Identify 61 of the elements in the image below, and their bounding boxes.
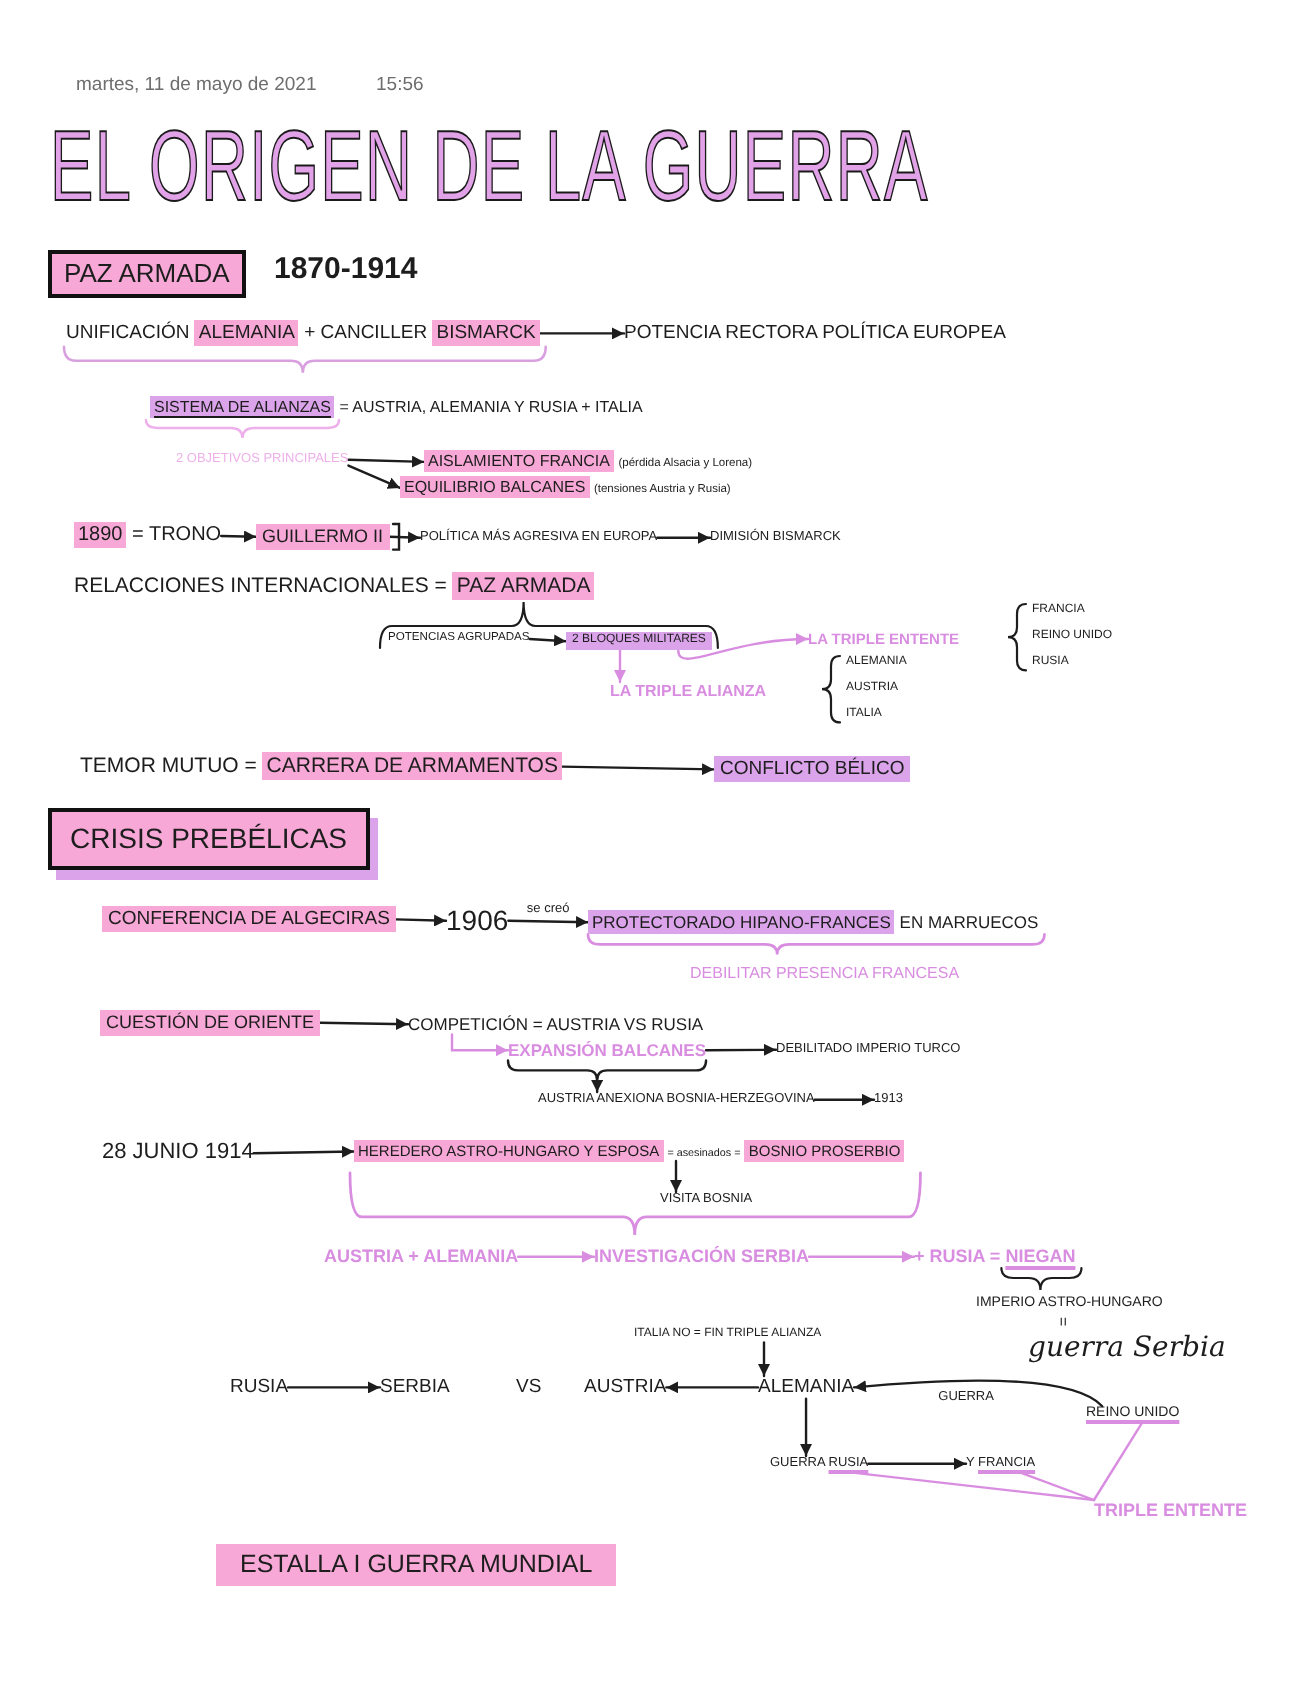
note-text: 1890 = TRONO	[74, 524, 222, 548]
note-text: AUSTRIA + ALEMANIA	[324, 1246, 519, 1268]
arrow	[665, 1381, 760, 1394]
arrow	[252, 1145, 356, 1158]
highlighted-text: ESTALLA I GUERRA MUNDIAL	[216, 1544, 617, 1586]
arrow	[867, 1457, 968, 1470]
timestamp: martes, 11 de mayo de 2021	[76, 74, 317, 97]
arrow	[507, 916, 590, 928]
arrow	[219, 530, 258, 543]
note-text: POTENCIA RECTORA POLÍTICA EUROPEA	[624, 322, 1006, 345]
timestamp: 15:56	[376, 74, 424, 97]
note-text: GUILLERMO II	[256, 524, 390, 550]
arrow	[538, 327, 626, 340]
note-text: =	[1053, 1316, 1073, 1327]
note-text: EXPANSIÓN BALCANES	[508, 1040, 707, 1061]
note-text: 28 JUNIO 1914	[102, 1140, 254, 1167]
arrow	[517, 1250, 596, 1263]
arrow	[347, 464, 402, 490]
title: EL ORIGEN DE LA GUERRA	[50, 116, 929, 216]
connector-line	[1092, 1421, 1144, 1502]
note-text: + RUSIA = NIEGAN	[914, 1246, 1076, 1268]
note-text: RUSIA	[230, 1376, 289, 1399]
arrow	[614, 649, 626, 684]
arrow	[528, 634, 568, 647]
note-text: TRIPLE ENTENTE	[1094, 1500, 1248, 1522]
arrow	[450, 1033, 510, 1057]
note-text: CUESTIÓN DE ORIENTE	[100, 1010, 321, 1036]
note-text: AUSTRIA	[584, 1376, 667, 1399]
arrow	[387, 531, 422, 544]
note-text: CONFERENCIA DE ALGECIRAS	[102, 906, 396, 933]
note-text: RELACCIONES INTERNACIONALES = PAZ ARMADA	[74, 574, 595, 600]
note-text: DEBILITAR PRESENCIA FRANCESA	[690, 964, 960, 984]
section-heading: PAZ ARMADA	[48, 250, 246, 298]
arrow	[286, 1381, 382, 1394]
arrow	[656, 531, 712, 544]
note-text: ALEMANIA	[758, 1376, 855, 1399]
arrow	[800, 1397, 813, 1458]
note-text: INVESTIGACIÓN SERBIA	[594, 1246, 810, 1268]
arrow	[318, 1018, 410, 1030]
arrow	[677, 633, 810, 660]
note-text: guerra Serbia	[1028, 1332, 1226, 1366]
date-range: 1870-1914	[274, 252, 418, 288]
note-text: CONFLICTO BÉLICO	[714, 756, 911, 783]
arrow	[813, 1093, 876, 1106]
arrow	[560, 763, 716, 776]
note-text: 1906	[446, 904, 509, 938]
note-text: COMPETICIÓN = AUSTRIA VS RUSIA	[408, 1014, 704, 1035]
arrow	[704, 1043, 778, 1056]
arrow	[807, 1250, 916, 1263]
note-text: VS	[516, 1376, 542, 1399]
arrow	[852, 1379, 1104, 1408]
note-text: LA TRIPLE ALIANZA	[610, 682, 767, 702]
arrow	[506, 1059, 708, 1094]
note-text: SERBIA	[380, 1376, 450, 1399]
connector-line	[1016, 1470, 1096, 1502]
note-text: SISTEMA DE ALIANZAS = AUSTRIA, ALEMANIA Y RUSIA + ITALIA	[150, 398, 643, 418]
note-text: UNIFICACIÓN ALEMANIA + CANCILLER BISMARCK	[66, 322, 540, 345]
arrow	[347, 455, 426, 468]
arrow	[670, 1159, 682, 1194]
arrow	[394, 914, 448, 927]
arrow	[758, 1341, 770, 1378]
